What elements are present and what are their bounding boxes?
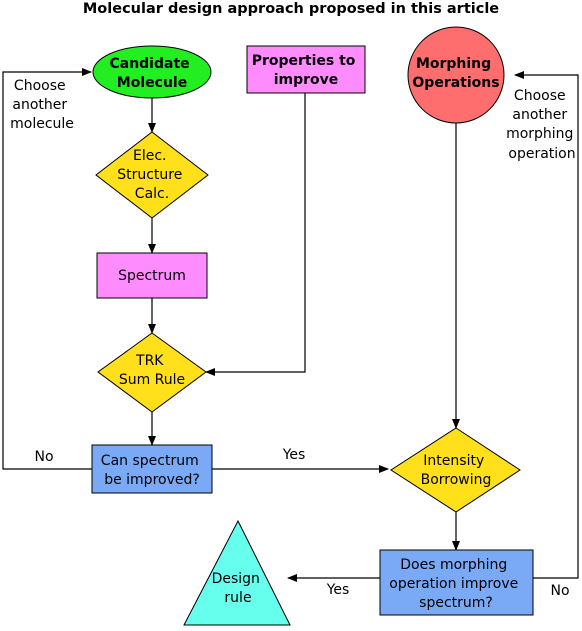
- diagram-title: Molecular design approach proposed in th…: [83, 1, 499, 17]
- no-left-label: No: [34, 449, 53, 465]
- spectrum-node: [96, 252, 208, 299]
- properties-node: [246, 45, 366, 94]
- does-morphing-improve-node: [379, 549, 534, 616]
- elec-structure-node: [95, 131, 209, 219]
- spectrum-label: Spectrum: [118, 268, 186, 284]
- candidate-molecule-node: [92, 45, 212, 99]
- candidate-molecule-label: Candidate Molecule: [109, 56, 194, 91]
- intensity-borrowing-node: [390, 427, 521, 513]
- morphing-operations-node: [407, 26, 505, 124]
- trk-sum-rule-node: [97, 332, 207, 413]
- properties-label: Properties to improve: [252, 53, 361, 88]
- trk-sum-rule-label: TRK Sum Rule: [119, 353, 185, 388]
- can-improve-node: [91, 444, 213, 494]
- morphing-operations-label: Morphing Operations: [412, 56, 499, 91]
- can-improve-label: Can spectrum be improved?: [101, 453, 203, 488]
- design-rule-node: [183, 519, 291, 626]
- choose-another-molecule-label: Choose another molecule: [10, 78, 74, 132]
- yes-bottom-label: Yes: [326, 582, 350, 598]
- choose-another-morphing-label: Choose another morphing operation: [506, 88, 578, 162]
- yes-middle-label: Yes: [282, 447, 306, 463]
- does-morphing-improve-label: Does morphing operation improve spectrum…: [389, 557, 522, 611]
- edge-properties-to-trk: [205, 93, 306, 376]
- design-rule-label: Design rule: [212, 571, 265, 606]
- no-right-label: No: [550, 583, 569, 599]
- edge-no-loop-candidate: [2, 68, 92, 470]
- edge-no-loop-morphing: [514, 71, 579, 579]
- intensity-borrowing-label: Intensity Borrowing: [421, 453, 492, 488]
- elec-structure-label: Elec. Structure Calc.: [117, 148, 187, 202]
